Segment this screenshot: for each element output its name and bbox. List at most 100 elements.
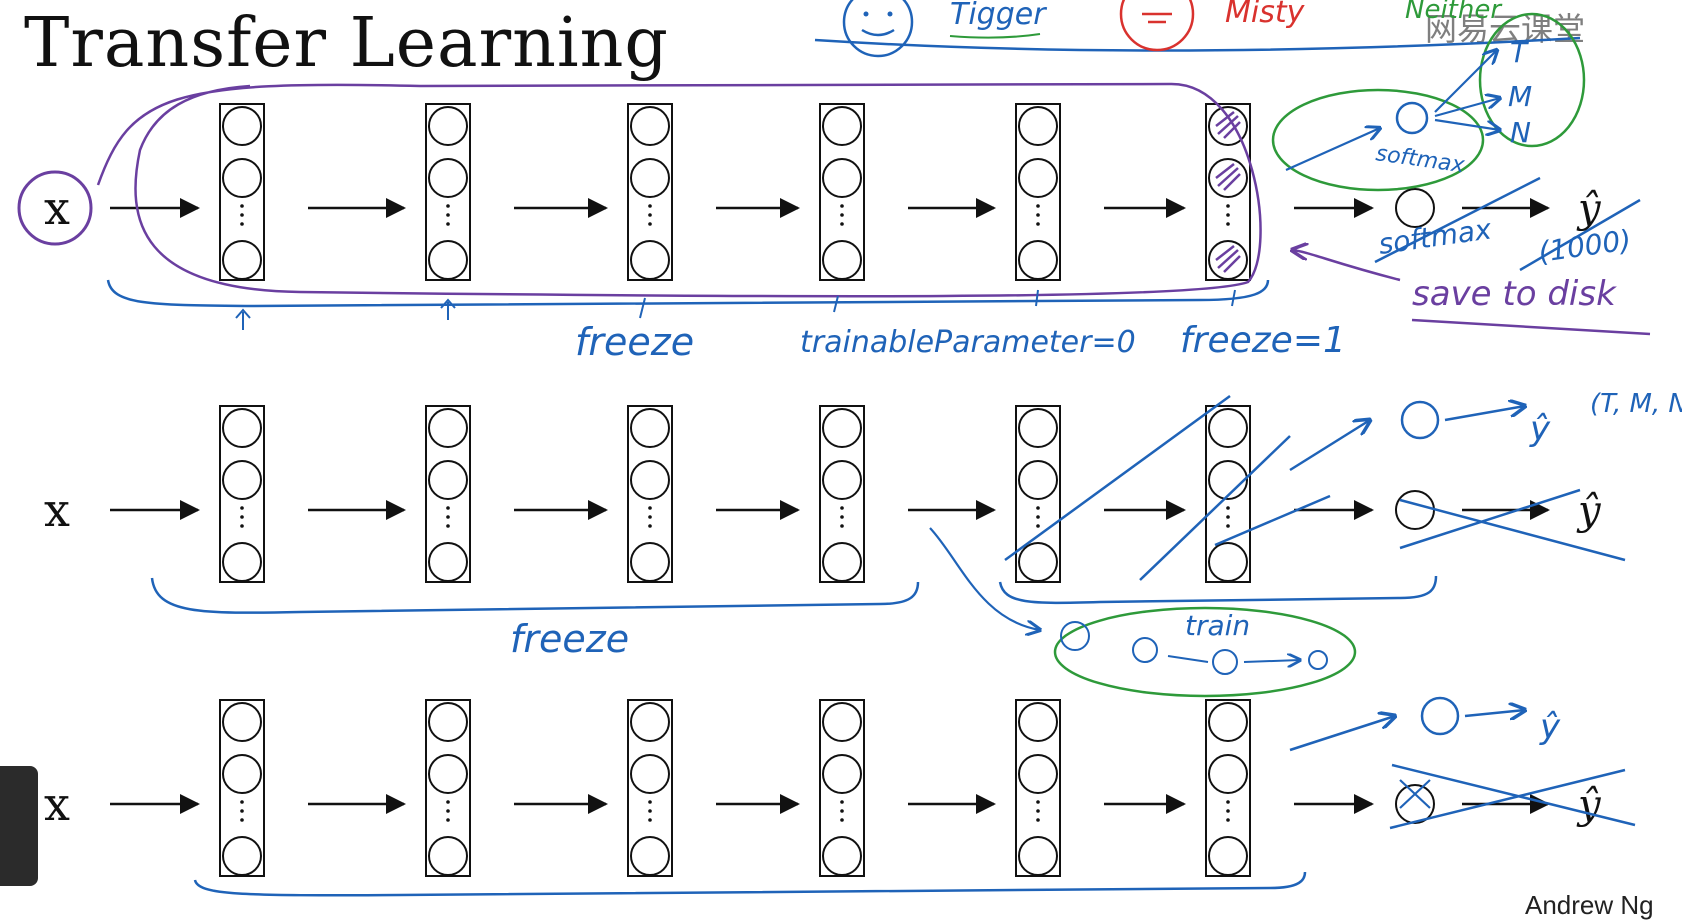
misty-label: Misty [1225,0,1306,30]
row2-new-output: ŷ [1529,409,1551,449]
ellipsis-dot [240,809,244,813]
neuron [630,754,670,794]
ellipsis-dot [1226,800,1230,804]
layer-2 [425,103,471,281]
ellipsis-dot [240,818,244,822]
neuron [1208,240,1248,280]
ellipsis-dot [446,818,450,822]
crossed-1000-label: (1000) [1536,223,1633,269]
layer-box [1015,699,1061,877]
layer-3 [627,103,673,281]
output-yhat: ŷ [1576,782,1602,828]
ellipsis-dot [446,800,450,804]
neuron [822,158,862,198]
neuron [1208,408,1248,448]
class-n: N [1510,116,1531,149]
freeze-label-row1: freeze [575,320,694,364]
layer-6 [1205,103,1251,281]
neuron [630,158,670,198]
smiley-icon [842,0,914,58]
layer-1 [219,103,265,281]
neuron [630,408,670,448]
neuron [428,702,468,742]
layer-2 [425,405,471,583]
ellipsis-dot [840,506,844,510]
layer-box [819,103,865,281]
neuron [428,408,468,448]
neuron [1018,460,1058,500]
neither-label: Neither [1405,0,1503,25]
row1-brace: freeze trainableParameter=0 freeze=1 [106,279,1346,364]
ellipsis-dot [840,524,844,528]
layer-box [425,405,471,583]
crossed-softmax-annotation: softmax (1000) save to disk [1292,176,1651,336]
neuron [222,460,262,500]
layer-box [1205,103,1251,281]
neuron [1208,542,1248,582]
ellipsis-dot [648,204,652,208]
class-t: T [1510,36,1529,69]
neuron [822,702,862,742]
layer-4 [819,405,865,583]
ellipsis-dot [840,213,844,217]
ellipsis-dot [446,515,450,519]
ellipsis-dot [840,818,844,822]
neuron [428,460,468,500]
small-softmax-label: softmax [1374,141,1467,178]
ellipsis-dot [1036,515,1040,519]
freeze-label-row2: freeze [510,617,629,661]
ellipsis-dot [446,222,450,226]
layer-6 [1205,405,1251,583]
neuron [1208,460,1248,500]
ellipsis-dot [1036,809,1040,813]
save-to-disk-label: save to disk [1412,274,1617,314]
trainable-parameter-label: trainableParameter=0 [800,325,1136,360]
layer-box [219,699,265,877]
neuron [822,754,862,794]
neuron-hatch [1215,163,1241,191]
neuron [1208,836,1248,876]
neuron [428,836,468,876]
ellipsis-dot [1036,800,1040,804]
neuron [822,542,862,582]
layer-5 [1015,405,1061,583]
neuron [222,106,262,146]
train-label: train [1185,609,1250,642]
neuron [428,542,468,582]
side-panel-tab[interactable] [0,766,38,886]
neuron [822,836,862,876]
neuron [822,408,862,448]
ellipsis-dot [1036,204,1040,208]
layer-4 [819,103,865,281]
neuron [428,106,468,146]
row3-annotations: ŷ [193,696,1636,897]
class-m: M [1508,80,1532,113]
layer-box [425,103,471,281]
ellipsis-dot [840,222,844,226]
neuron [822,460,862,500]
neuron [1018,836,1058,876]
output-neuron [1395,490,1435,530]
neuron [1208,158,1248,198]
ellipsis-dot [1036,213,1040,217]
ellipsis-dot [840,204,844,208]
neuron [222,408,262,448]
ellipsis-dot [446,506,450,510]
ellipsis-dot [1036,524,1040,528]
ellipsis-dot [446,809,450,813]
cat-face-icon [1119,0,1195,52]
ellipsis-dot [648,506,652,510]
ellipsis-dot [1036,222,1040,226]
ellipsis-dot [240,213,244,217]
row1-frozen-loop [96,82,1262,298]
layer-3 [627,405,673,583]
ellipsis-dot [1226,809,1230,813]
input-x-label: x [44,483,70,537]
layer-box [1015,405,1061,583]
row2-classes-label: (T, M, N) [1590,389,1682,419]
ellipsis-dot [240,506,244,510]
ellipsis-dot [1226,506,1230,510]
